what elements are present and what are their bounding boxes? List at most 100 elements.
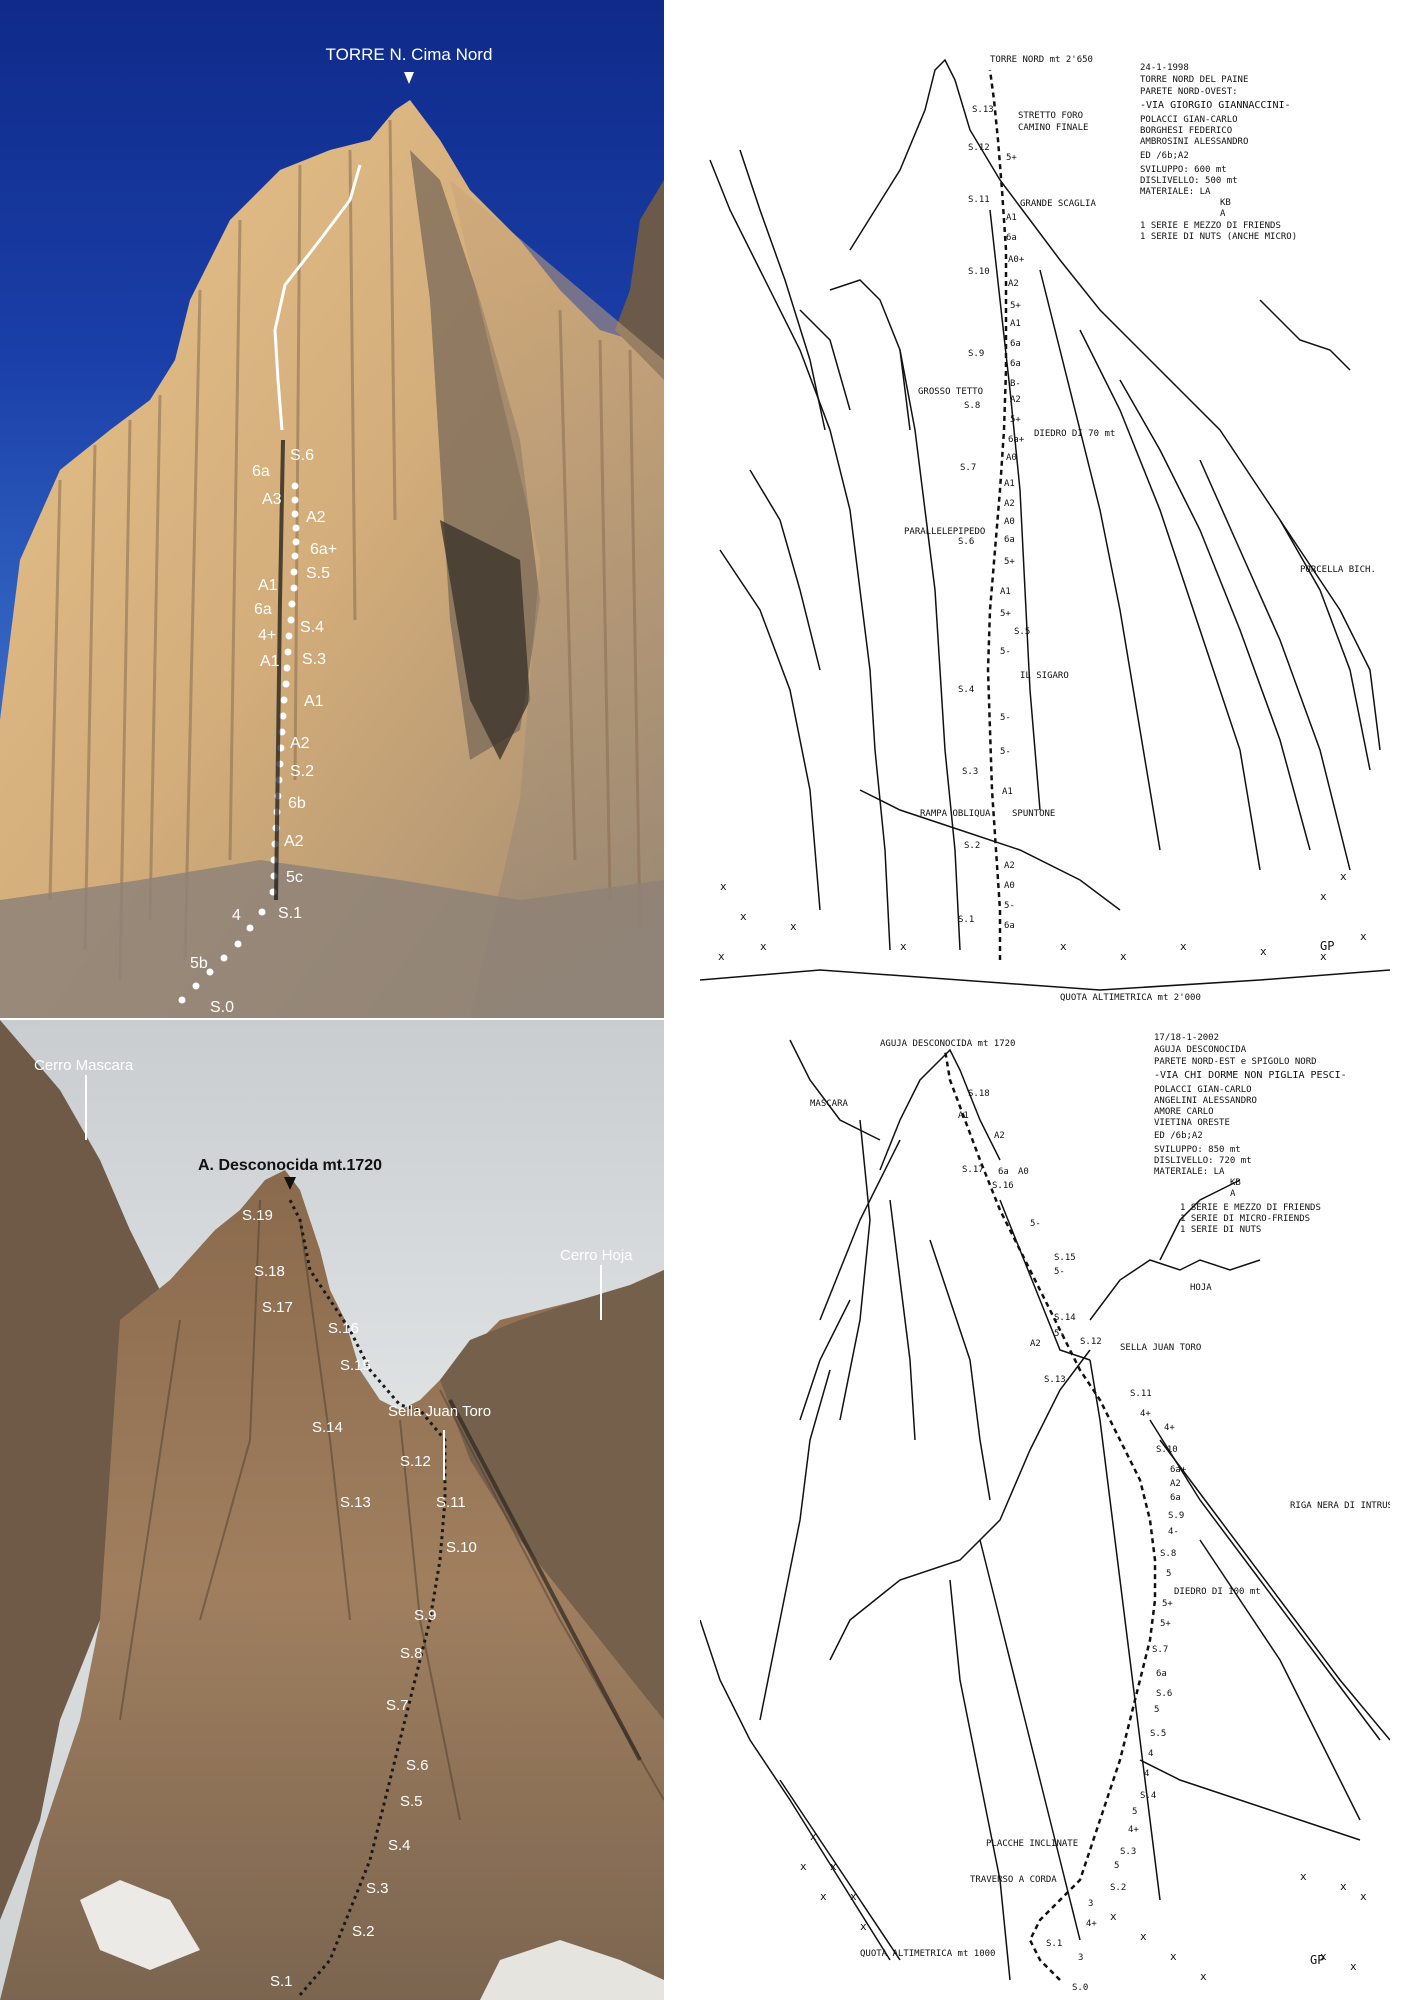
peak-marker-icon bbox=[284, 1177, 296, 1190]
info-line: A bbox=[1230, 1189, 1236, 1199]
route-label: 6a bbox=[252, 463, 270, 480]
feature-label: MASCARA bbox=[810, 1099, 849, 1109]
station-label: S.4 bbox=[958, 685, 974, 695]
grade-label: 4+ bbox=[1164, 1423, 1175, 1433]
feature-label: SPUNTONE bbox=[1012, 809, 1055, 819]
cerro-hoja-label: Cerro Hoja bbox=[560, 1247, 633, 1264]
route-label: 5b bbox=[190, 955, 208, 972]
grade-label: A0 bbox=[1018, 1167, 1029, 1177]
station-label: S.2 bbox=[964, 841, 980, 851]
station-label: S.14 bbox=[312, 1419, 343, 1436]
aguja-photo-art: Cerro Mascara A. Desconocida mt.1720 Cer… bbox=[0, 1020, 664, 2000]
topo-grade-labels: A1 A2 6a A0 5- 5- 5- A2 4+ 4+ 6a+ A2 6a … bbox=[958, 1111, 1187, 1963]
svg-text:x: x bbox=[900, 940, 907, 953]
station-label: S.5 bbox=[400, 1793, 423, 1810]
station-label: S.6 bbox=[958, 537, 974, 547]
info-line: SVILUPPO: 850 mt bbox=[1154, 1145, 1241, 1155]
info-line: 17/18-1-2002 bbox=[1154, 1033, 1219, 1043]
station-label: S.3 bbox=[962, 767, 978, 777]
grade-label: 5+ bbox=[1010, 415, 1021, 425]
grade-label: 5- bbox=[1030, 1219, 1041, 1229]
grade-label: 6a+ bbox=[1170, 1465, 1187, 1475]
station-label: S.4 bbox=[1140, 1791, 1156, 1801]
info-line: ANGELINI ALESSANDRO bbox=[1154, 1096, 1257, 1106]
info-line: DISLIVELLO: 720 mt bbox=[1154, 1156, 1252, 1166]
feature-label: RIGA NERA DI INTRUSIONE bbox=[1290, 1501, 1390, 1511]
station-label: S.2 bbox=[1110, 1883, 1126, 1893]
info-line: SVILUPPO: 600 mt bbox=[1140, 165, 1227, 175]
grade-label: A1 bbox=[1000, 587, 1011, 597]
grade-label: 6a bbox=[1006, 233, 1017, 243]
route-label: 4+ bbox=[258, 627, 276, 644]
grade-label: 6a bbox=[998, 1167, 1009, 1177]
station-label: S.13 bbox=[972, 105, 994, 115]
feature-label: SELLA JUAN TORO bbox=[1120, 1343, 1201, 1353]
info-line: KB bbox=[1220, 198, 1231, 208]
route-label: A2 bbox=[306, 509, 326, 526]
grade-label: 6a bbox=[1004, 535, 1015, 545]
topo-grade-labels: 5+ A1 6a A0+ A2 5+ A1 6a 6a B- A2 5+ 6a+… bbox=[1000, 153, 1025, 931]
topo-station-labels: S.18 S.17 S.16 S.15 S.14 S.13 S.12 S.11 … bbox=[962, 1089, 1184, 1993]
svg-text:x: x bbox=[850, 1890, 857, 1903]
grade-label: 4+ bbox=[1086, 1919, 1097, 1929]
route-label: A1 bbox=[260, 653, 280, 670]
station-label: S.9 bbox=[414, 1607, 437, 1624]
topo-info-block: 17/18-1-2002 AGUJA DESCONOCIDA PARETE NO… bbox=[1154, 1033, 1347, 1235]
info-line: -VIA CHI DORME NON PIGLIA PESCI- bbox=[1154, 1070, 1347, 1081]
route-label: A1 bbox=[258, 577, 278, 594]
station-label: S.8 bbox=[1160, 1549, 1176, 1559]
info-line: 1 SERIE E MEZZO DI FRIENDS bbox=[1140, 221, 1281, 231]
station-label: S.11 bbox=[1130, 1389, 1152, 1399]
station-label: S.17 bbox=[262, 1299, 293, 1316]
svg-text:x: x bbox=[1140, 1930, 1147, 1943]
station-label: S.2 bbox=[352, 1923, 375, 1940]
topo-station-labels: S.13 S.12 S.11 S.10 S.9 S.8 S.7 S.6 S.5 … bbox=[958, 105, 1030, 925]
grade-label: A0 bbox=[1004, 881, 1015, 891]
feature-label: IL SIGARO bbox=[1020, 671, 1069, 681]
station-label: S.1 bbox=[270, 1973, 293, 1990]
grade-label: A2 bbox=[1010, 395, 1021, 405]
info-line: 1 SERIE DI NUTS bbox=[1180, 1225, 1261, 1235]
station-label: S.0 bbox=[1072, 1983, 1088, 1993]
station-label: S.6 bbox=[406, 1757, 429, 1774]
station-label: S.12 bbox=[968, 143, 990, 153]
svg-text:x: x bbox=[860, 1920, 867, 1933]
info-line: 1 SERIE DI MICRO-FRIENDS bbox=[1180, 1214, 1310, 1224]
info-line: AMBROSINI ALESSANDRO bbox=[1140, 137, 1248, 147]
info-line: 1 SERIE DI NUTS (ANCHE MICRO) bbox=[1140, 232, 1297, 242]
route-label: S.2 bbox=[290, 763, 314, 780]
svg-text:x: x bbox=[718, 950, 725, 963]
route-label: A3 bbox=[262, 491, 282, 508]
station-label: S.5 bbox=[1150, 1729, 1166, 1739]
photo-aguja-desconocida: Cerro Mascara A. Desconocida mt.1720 Cer… bbox=[0, 1020, 664, 2000]
station-label: S.13 bbox=[1044, 1375, 1066, 1385]
aguja-topo-art: xxx xxx xxx xxx xxx AGUJA DESCONOCIDA mt… bbox=[700, 1033, 1390, 1993]
grade-label: 6a bbox=[1156, 1669, 1167, 1679]
cerro-mascara-label: Cerro Mascara bbox=[34, 1057, 134, 1074]
route-label: 6a+ bbox=[310, 541, 337, 558]
feature-label: HOJA bbox=[1190, 1283, 1212, 1293]
sella-label: Sella Juan Toro bbox=[388, 1403, 491, 1420]
station-label: S.15 bbox=[1054, 1253, 1076, 1263]
topo-summit-label: TORRE NORD mt 2'650 bbox=[990, 55, 1093, 65]
info-line: PARETE NORD-EST e SPIGOLO NORD bbox=[1154, 1057, 1317, 1067]
info-line: ED /6b;A2 bbox=[1140, 151, 1189, 161]
topo-summit-label: AGUJA DESCONOCIDA mt 1720 bbox=[880, 1039, 1015, 1049]
grade-label: B- bbox=[1010, 379, 1021, 389]
grade-label: 6a+ bbox=[1008, 435, 1025, 445]
info-line: POLACCI GIAN-CARLO bbox=[1154, 1085, 1252, 1095]
svg-text:x: x bbox=[1170, 1950, 1177, 1963]
grade-label: A0 bbox=[1004, 517, 1015, 527]
info-line: 1 SERIE E MEZZO DI FRIENDS bbox=[1180, 1203, 1321, 1213]
grade-label: 6a bbox=[1010, 339, 1021, 349]
svg-text:x: x bbox=[1060, 940, 1067, 953]
station-label: S.10 bbox=[446, 1539, 477, 1556]
svg-text:x: x bbox=[1200, 1970, 1207, 1983]
station-label: S.11 bbox=[436, 1494, 466, 1511]
feature-label: GP bbox=[1310, 1953, 1324, 1967]
grade-label: 4- bbox=[1168, 1527, 1179, 1537]
station-label: S.9 bbox=[968, 349, 984, 359]
feature-label: DIEDRO DI 100 mt bbox=[1174, 1587, 1261, 1597]
grade-label: A2 bbox=[1030, 1339, 1041, 1349]
